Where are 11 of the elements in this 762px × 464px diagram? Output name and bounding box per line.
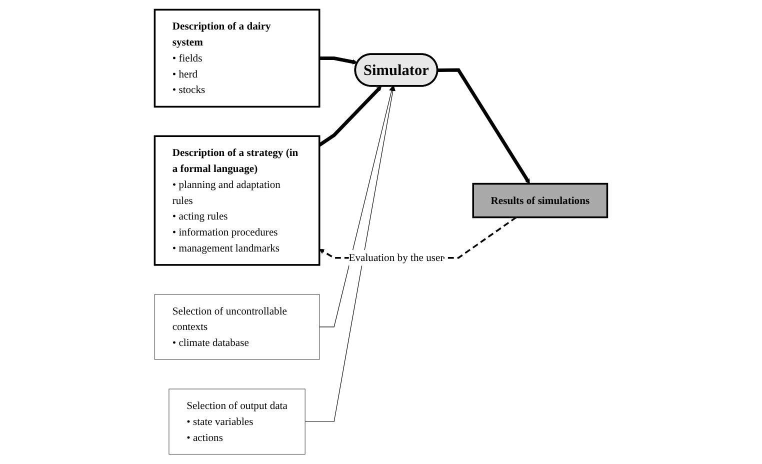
arrow: [319, 86, 394, 328]
edge-label: Evaluation by the user: [348, 252, 444, 264]
arrow: [304, 86, 396, 422]
arrow: [438, 68, 530, 184]
node-box: Selection of uncontrollable contexts • climate database: [154, 294, 320, 360]
arrow: [318, 86, 382, 147]
arrow: [319, 56, 358, 64]
node-box: Selection of output data • state variables • actions: [168, 388, 306, 455]
node-box: Description of a strategy (in a formal language) • planning and adaptation rules • acting rules • information procedures • management landmarks: [154, 135, 320, 266]
node-box: Description of a dairy system • fields • herd • stocks: [154, 8, 320, 108]
node-box: Results of simulations: [472, 182, 608, 218]
